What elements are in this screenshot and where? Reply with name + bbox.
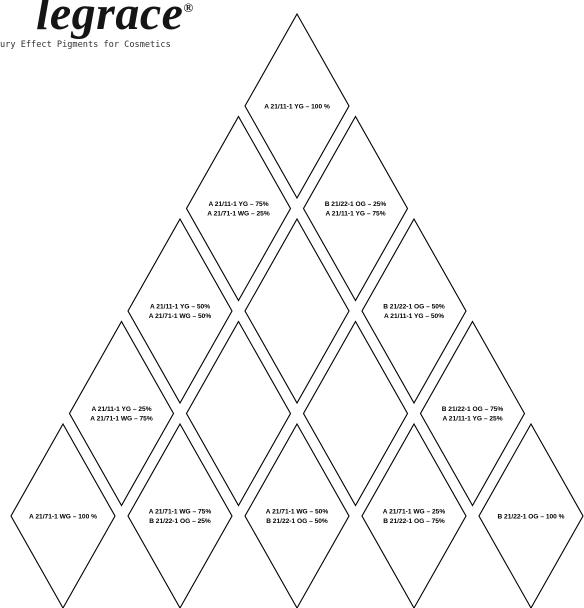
- registered-mark: ®: [183, 0, 194, 15]
- diamond-outline: [68, 320, 175, 507]
- pigment-ratio-label: A 21/11-1 YG – 50%: [384, 313, 444, 320]
- diamond-outline: [478, 422, 584, 608]
- pigment-ratio-label: A 21/71-1 WG – 100 %: [29, 513, 97, 520]
- pigment-ratio-label: A 21/11-1 YG – 25%: [442, 416, 502, 423]
- pigment-ratio-label: B 21/22-1 OG – 75%: [383, 518, 445, 525]
- pigment-ratio-label: B 21/22-1 OG – 25%: [325, 201, 387, 208]
- diamond-outline: [10, 422, 116, 608]
- diamond-outline: [127, 422, 233, 608]
- diamond-cell: [244, 217, 350, 405]
- diamond-cell: A 21/11-1 YG – 100 %: [244, 12, 350, 200]
- diamond-outline: [244, 422, 350, 608]
- pigment-ratio-label: A 21/71-1 WG – 25%: [207, 211, 270, 218]
- pigment-ratio-label: B 21/22-1 OG – 25%: [149, 518, 211, 525]
- diamond-outline: [244, 217, 350, 405]
- diamond-outline: [302, 115, 409, 302]
- diamond-cell: B 21/22-1 OG – 50% A 21/11-1 YG – 50%: [361, 217, 467, 405]
- diamond-cell: [302, 320, 409, 507]
- diamond-cell: A 21/11-1 YG – 75% A 21/71-1 WG – 25%: [185, 115, 292, 302]
- pigment-ratio-label: A 21/71-1 WG – 25%: [383, 509, 446, 516]
- pigment-ratio-label: A 21/71-1 WG – 75%: [149, 509, 212, 516]
- diamond-cell: A 21/71-1 WG – 100 %: [10, 422, 116, 608]
- diamond-cell: B 21/22-1 OG – 25% A 21/11-1 YG – 75%: [302, 115, 409, 302]
- diamond-outline: [244, 12, 350, 200]
- logo-tagline: ury Effect Pigments for Cosmetics: [0, 40, 171, 50]
- pigment-ratio-label: A 21/11-1 YG – 75%: [208, 201, 268, 208]
- diamond-outline: [302, 320, 409, 507]
- diamond-cell: B 21/22-1 OG – 100 %: [478, 422, 584, 608]
- diamond-cell: A 21/71-1 WG – 75% B 21/22-1 OG – 25%: [127, 422, 233, 608]
- pigment-ratio-label: B 21/22-1 OG – 50%: [266, 518, 328, 525]
- pigment-ratio-label: A 21/11-1 YG – 50%: [150, 304, 210, 311]
- diamond-cell: A 21/71-1 WG – 50% B 21/22-1 OG – 50%: [244, 422, 350, 608]
- pigment-ratio-label: B 21/22-1 OG – 50%: [383, 304, 445, 311]
- diamond-outline: [361, 217, 467, 405]
- diamond-outline: [361, 422, 467, 608]
- pigment-ratio-label: A 21/11-1 YG – 25%: [91, 406, 151, 413]
- diamond-cell: A 21/11-1 YG – 50% A 21/71-1 WG – 50%: [127, 217, 233, 405]
- pigment-ratio-label: A 21/11-1 YG – 100 %: [264, 103, 330, 110]
- diamond-outline: [127, 217, 233, 405]
- diamond-cell: B 21/22-1 OG – 75% A 21/11-1 YG – 25%: [419, 320, 526, 507]
- pigment-ratio-label: B 21/22-1 OG – 75%: [442, 406, 504, 413]
- pigment-ratio-label: A 21/71-1 WG – 50%: [149, 313, 212, 320]
- diamond-cell: A 21/71-1 WG – 25% B 21/22-1 OG – 75%: [361, 422, 467, 608]
- diamond-outline: [185, 115, 292, 302]
- diamond-outline: [185, 320, 292, 507]
- logo-wordmark: legrace®: [36, 0, 194, 40]
- diamond-cell: [185, 320, 292, 507]
- pigment-ratio-label: A 21/11-1 YG – 75%: [325, 211, 385, 218]
- pigment-ratio-label: A 21/71-1 WG – 50%: [266, 509, 329, 516]
- pigment-ratio-label: B 21/22-1 OG – 100 %: [497, 513, 564, 520]
- diamond-outline: [419, 320, 526, 507]
- brand-logo: legrace® ury Effect Pigments for Cosmeti…: [0, 0, 230, 60]
- pigment-ratio-label: A 21/71-1 WG – 75%: [90, 416, 153, 423]
- diamond-cell: A 21/11-1 YG – 25% A 21/71-1 WG – 75%: [68, 320, 175, 507]
